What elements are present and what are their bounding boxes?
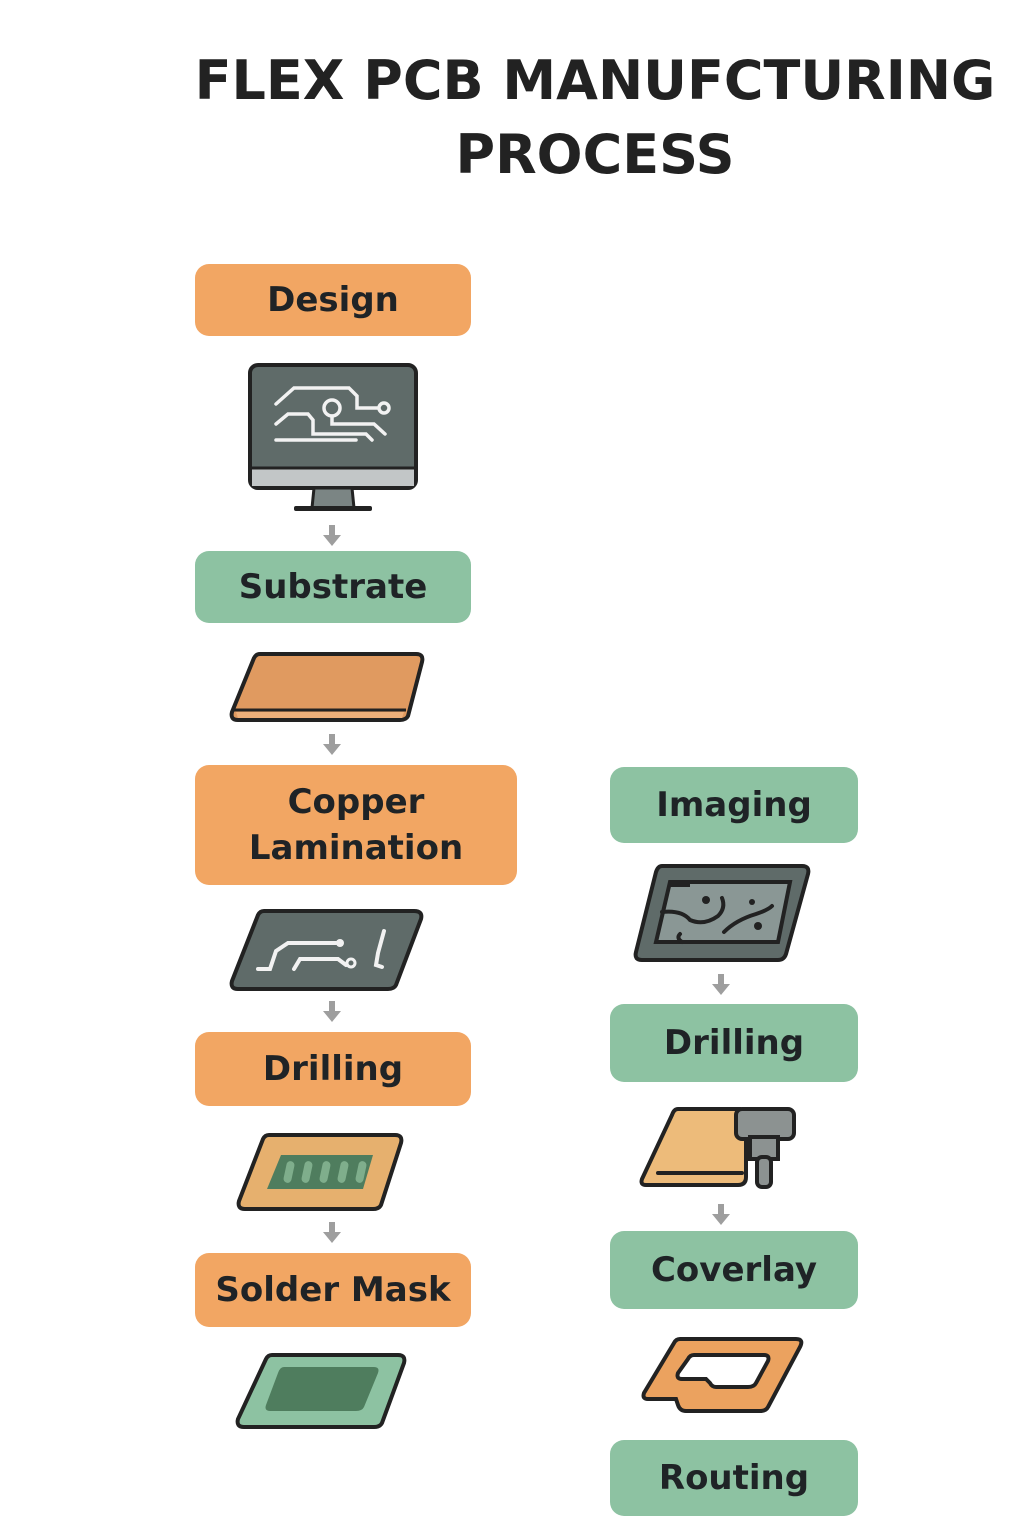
drilled-board-icon: [236, 1133, 404, 1211]
step-label: Drilling: [262, 1049, 404, 1089]
step-label: Copper Lamination: [248, 782, 464, 868]
step-design: Design: [195, 264, 471, 336]
title-line-1: FLEX PCB MANUFCTURING: [194, 49, 996, 112]
drill-machine-icon: [639, 1107, 796, 1189]
arrow-down-icon: [323, 1001, 341, 1022]
arrow-down-icon: [323, 1222, 341, 1243]
arrow-down-icon: [712, 1204, 730, 1225]
step-label: Imaging: [656, 785, 812, 825]
monitor-circuit-icon: [248, 363, 418, 511]
diagram-title: FLEX PCB MANUFCTURING PROCESS: [190, 44, 1000, 192]
step-label: Design: [267, 280, 399, 320]
step-label: Routing: [658, 1458, 810, 1498]
step-label: Drilling: [663, 1023, 805, 1063]
title-line-2: PROCESS: [455, 123, 735, 186]
arrow-down-icon: [323, 734, 341, 755]
step-label: Substrate: [238, 567, 428, 607]
arrow-down-icon: [712, 974, 730, 995]
step-solder-mask: Solder Mask: [195, 1253, 471, 1327]
arrow-down-icon: [323, 525, 341, 546]
substrate-board-icon: [229, 652, 425, 722]
step-coverlay: Coverlay: [610, 1231, 858, 1309]
step-drilling-right: Drilling: [610, 1004, 858, 1082]
step-copper-lamination: Copper Lamination: [195, 765, 517, 885]
solder-mask-board-icon: [235, 1353, 407, 1429]
step-substrate: Substrate: [195, 551, 471, 623]
step-imaging: Imaging: [610, 767, 858, 843]
step-drilling-left: Drilling: [195, 1032, 471, 1106]
coverlay-frame-icon: [641, 1337, 804, 1413]
step-label: Coverlay: [650, 1250, 817, 1290]
copper-traces-board-icon: [229, 909, 424, 991]
step-routing: Routing: [610, 1440, 858, 1516]
imaging-board-icon: [633, 864, 811, 962]
step-label: Solder Mask: [215, 1270, 451, 1310]
